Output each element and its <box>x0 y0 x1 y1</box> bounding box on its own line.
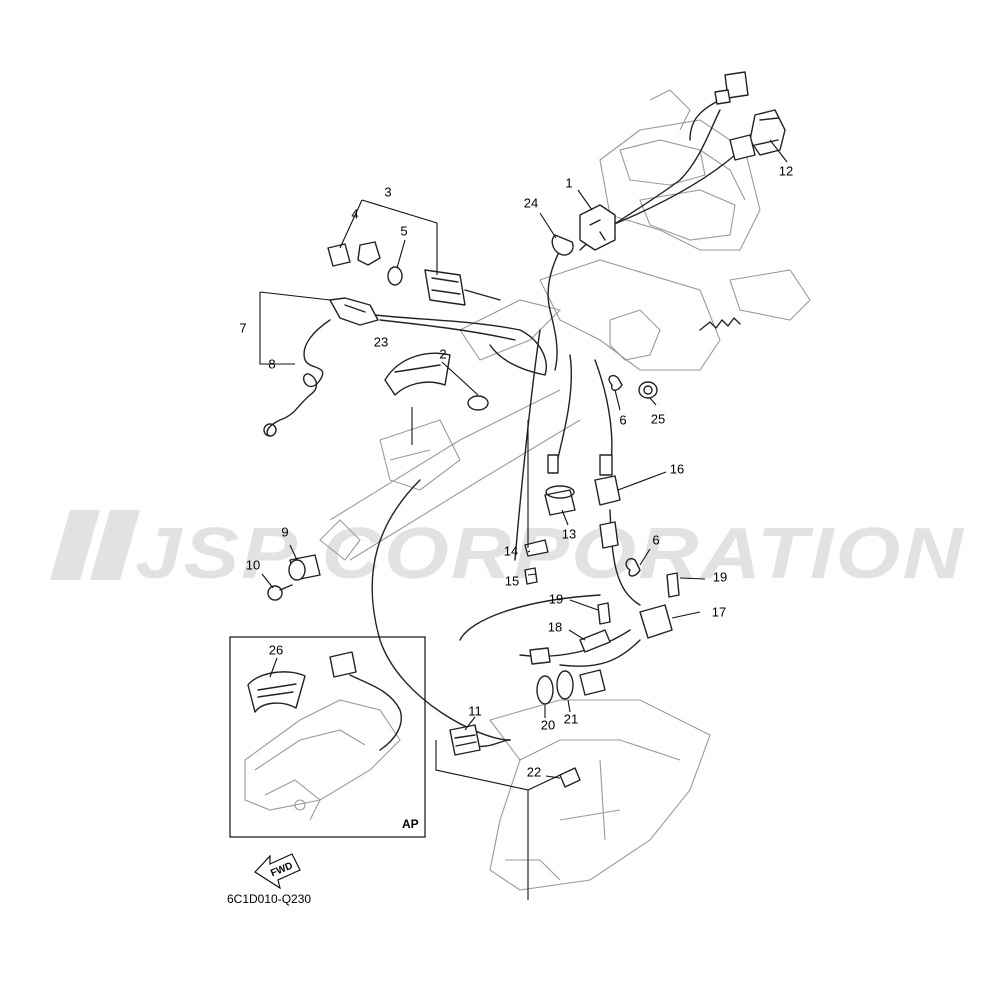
connector-lower <box>529 647 606 696</box>
callout-17: 17 <box>712 605 726 620</box>
part-4-cap <box>327 243 351 267</box>
callout-12: 12 <box>779 164 793 179</box>
part-23-cover <box>384 352 451 396</box>
part-24-clip <box>551 234 574 256</box>
part-3-switch-assembly <box>327 241 501 306</box>
callout-1: 1 <box>565 176 572 191</box>
callout-9: 9 <box>281 525 288 540</box>
part-21-ring <box>556 670 574 700</box>
part-17-unit <box>639 604 673 639</box>
callout-18: 18 <box>548 620 562 635</box>
part-25-nut <box>638 381 658 399</box>
callout-23: 23 <box>374 335 388 350</box>
inset-ap: AP <box>229 636 426 838</box>
part-16-connector <box>594 454 621 506</box>
inset-label: AP <box>402 817 419 831</box>
part-13-relay <box>544 454 576 516</box>
callout-20: 20 <box>541 718 555 733</box>
part-5-washer <box>387 266 403 286</box>
watermark-text: JSP CORPORATION <box>135 514 965 594</box>
callout-6a: 6 <box>619 413 626 428</box>
part-4-key <box>357 241 381 266</box>
part-20-ring <box>536 675 554 705</box>
callout-5: 5 <box>400 224 407 239</box>
callout-26: 26 <box>269 643 283 658</box>
part-2-grommet <box>467 395 489 411</box>
diagram-code: 6C1D010-Q230 <box>227 892 311 906</box>
inset-connector <box>329 651 357 678</box>
part-11-connector <box>449 724 481 756</box>
callout-2: 2 <box>439 347 446 362</box>
callout-3: 3 <box>384 185 391 200</box>
connector-middle <box>599 521 619 549</box>
part-18-bracket <box>579 629 611 653</box>
spring <box>699 317 741 331</box>
part-8-lanyard <box>263 319 331 437</box>
callouts: 1 2 3 4 5 6 6 7 8 9 10 11 12 13 14 15 16… <box>239 164 793 780</box>
part-19-screw-a <box>666 572 680 598</box>
engine-housing-outline <box>459 89 811 891</box>
callout-14: 14 <box>504 544 518 559</box>
callout-24: 24 <box>524 196 538 211</box>
tiller-handle-tube <box>319 389 581 561</box>
part-26-cover <box>247 671 306 713</box>
fwd-arrow: FWD <box>254 853 301 890</box>
callout-13: 13 <box>562 527 576 542</box>
part-14-bracket <box>524 539 549 557</box>
callout-11: 11 <box>468 704 482 719</box>
callout-21: 21 <box>564 712 578 727</box>
part-1-main-switch <box>579 204 616 251</box>
callout-22: 22 <box>527 765 541 780</box>
wiring-harness <box>371 99 736 748</box>
part-6-clamp-a <box>608 374 623 391</box>
callout-19b: 19 <box>549 592 563 607</box>
callout-4: 4 <box>351 207 358 222</box>
callout-16: 16 <box>670 462 684 477</box>
watermark-logo <box>50 510 140 580</box>
part-7-stop-switch <box>329 297 379 326</box>
callout-15: 15 <box>505 574 519 589</box>
connector-top <box>714 71 749 105</box>
callout-6b: 6 <box>652 533 659 548</box>
part-19-screw-b <box>597 602 611 625</box>
callout-7: 7 <box>239 321 246 336</box>
callout-25: 25 <box>651 412 665 427</box>
leader-lines <box>259 139 788 900</box>
part-22-washer <box>559 767 581 788</box>
callout-10: 10 <box>246 558 260 573</box>
callout-8: 8 <box>268 357 275 372</box>
part-15-screw <box>524 567 538 585</box>
watermark: JSP CORPORATION <box>50 510 965 594</box>
part-10-bolt <box>267 584 293 601</box>
part-9-bushing <box>288 554 321 581</box>
part-12-connector <box>729 109 786 161</box>
callout-19a: 19 <box>713 570 727 585</box>
part-6-clamp-b <box>625 558 641 577</box>
